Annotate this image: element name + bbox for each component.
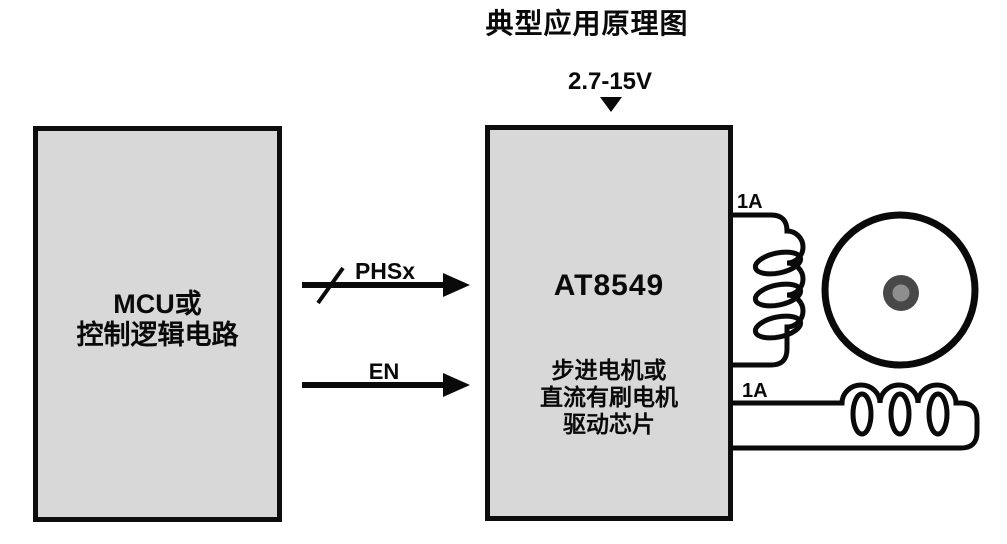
motor-hub-inner [892, 284, 910, 302]
winding-b-coil [733, 382, 980, 451]
winding-b-loop-2 [888, 391, 912, 437]
stepper-motor-label: 步进电机 [863, 321, 947, 344]
controller-label-line1: MCU或 [113, 289, 202, 319]
driver-part-number: AT8549 [553, 269, 665, 302]
controller-block-label: MCU或 控制逻辑电路 [38, 289, 277, 351]
driver-desc-line2: 直流有刷电机 [540, 384, 678, 410]
page-title: 典型应用原理图 [485, 8, 689, 39]
winding-b-loop-3 [926, 391, 950, 437]
phase-signal-label: PHSx [354, 258, 416, 284]
enable-arrow-head-icon [443, 373, 470, 397]
winding-a-current-label: 1A [737, 191, 763, 213]
driver-desc-line3: 驱动芯片 [563, 411, 655, 437]
driver-block: AT8549 步进电机或 直流有刷电机 驱动芯片 [485, 125, 733, 521]
winding-a-loop-3 [752, 313, 804, 341]
phase-arrow-head-icon [443, 273, 470, 297]
winding-b-current-label: 1A [742, 380, 768, 402]
controller-label-line2: 控制逻辑电路 [76, 320, 239, 350]
winding-b-loop-1 [850, 391, 874, 437]
winding-a-coil [733, 212, 806, 368]
driver-description: 步进电机或 直流有刷电机 驱动芯片 [490, 357, 728, 438]
controller-block: MCU或 控制逻辑电路 [33, 126, 282, 522]
winding-a-loop-2 [752, 281, 804, 309]
enable-signal-label: EN [368, 359, 400, 384]
power-voltage-label: 2.7-15V [567, 68, 653, 95]
winding-a-loop-1 [752, 249, 804, 277]
power-arrow-icon [600, 97, 622, 112]
driver-desc-line1: 步进电机或 [551, 357, 667, 383]
motor-hub-outer [883, 275, 919, 311]
